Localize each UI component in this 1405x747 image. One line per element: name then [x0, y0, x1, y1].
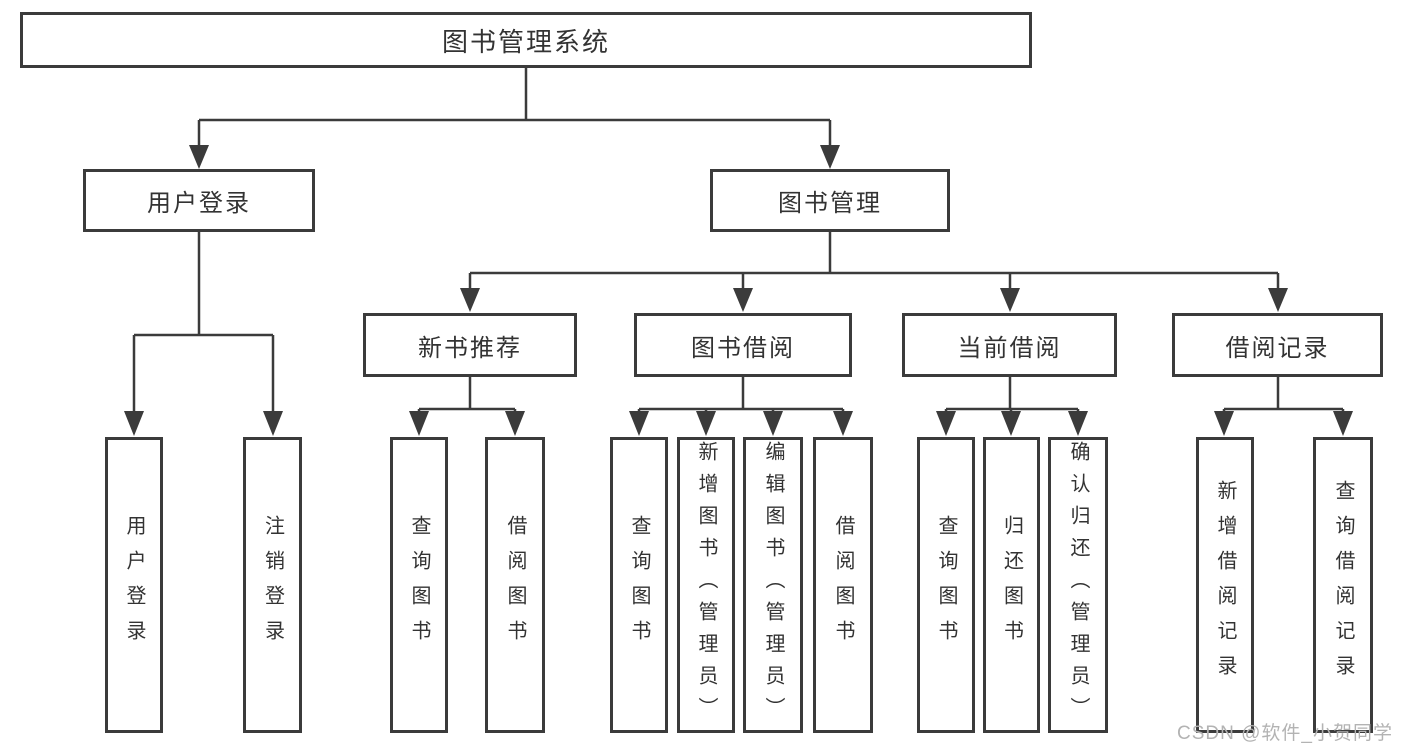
node-new-book-recommend: 新书推荐: [363, 313, 577, 377]
node-borrowing-records: 借阅记录: [1172, 313, 1383, 377]
node-user-login: 用户登录: [83, 169, 315, 232]
node-label: 确认归还（管理员）: [1067, 441, 1089, 729]
node-label: 图书管理: [778, 190, 882, 217]
leaf-current-confirm-return-admin: 确认归还（管理员）: [1048, 437, 1108, 733]
leaf-logout: 注销登录: [243, 437, 302, 733]
node-label: 图书借阅: [691, 334, 795, 362]
node-label: 归还图书: [1000, 515, 1023, 655]
node-book-borrowing: 图书借阅: [634, 313, 852, 377]
node-label: 新书推荐: [418, 334, 522, 362]
leaf-current-return-books: 归还图书: [983, 437, 1040, 733]
node-book-management: 图书管理: [710, 169, 950, 232]
node-label: 图书管理系统: [441, 26, 610, 57]
leaf-current-query-books: 查询图书: [917, 437, 975, 733]
leaf-borrowing-query-books: 查询图书: [610, 437, 668, 733]
node-label: 借阅图书: [832, 515, 854, 655]
leaf-records-add-record: 新增借阅记录: [1196, 437, 1254, 733]
node-label: 注销登录: [261, 515, 284, 655]
node-label: 新增借阅记录: [1214, 480, 1236, 690]
node-label: 查询图书: [628, 515, 650, 655]
node-label: 用户登录: [147, 190, 251, 217]
leaf-newbook-query-books: 查询图书: [390, 437, 448, 733]
node-current-borrowing: 当前借阅: [902, 313, 1117, 377]
node-label: 编辑图书（管理员）: [762, 441, 784, 729]
node-label: 查询图书: [408, 515, 430, 655]
node-label: 查询图书: [935, 515, 957, 655]
leaf-borrowing-add-books-admin: 新增图书（管理员）: [677, 437, 735, 733]
node-library-management-system: 图书管理系统: [20, 12, 1032, 68]
node-label: 新增图书（管理员）: [695, 441, 717, 729]
watermark: CSDN @软件_小贺同学: [1177, 723, 1393, 744]
node-label: 用户登录: [123, 515, 145, 655]
node-label: 查询借阅记录: [1332, 480, 1354, 690]
leaf-newbook-borrow-books: 借阅图书: [485, 437, 545, 733]
node-label: 当前借阅: [957, 334, 1062, 362]
leaf-borrowing-borrow-books: 借阅图书: [813, 437, 873, 733]
leaf-borrowing-edit-books-admin: 编辑图书（管理员）: [743, 437, 803, 733]
leaf-user-login: 用户登录: [105, 437, 163, 733]
node-label: 借阅记录: [1225, 334, 1330, 362]
node-label: 借阅图书: [504, 515, 526, 655]
leaf-records-query-record: 查询借阅记录: [1313, 437, 1373, 733]
